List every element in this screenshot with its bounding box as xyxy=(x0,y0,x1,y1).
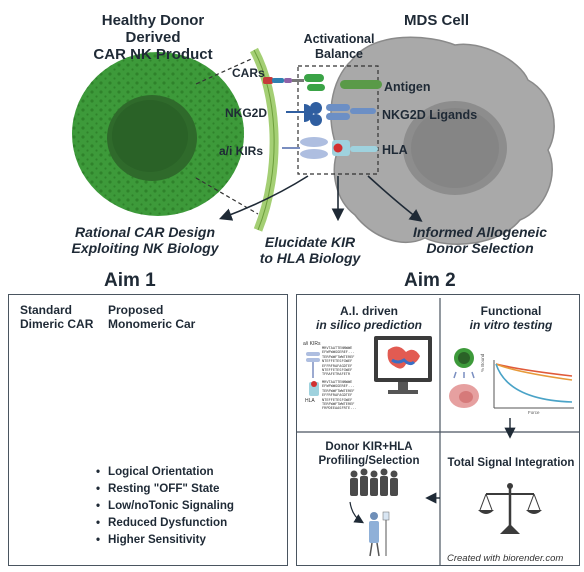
label-nkg2d-ligands: NKG2D Ligands xyxy=(382,108,478,122)
hla-small-label: HLA xyxy=(305,398,315,404)
goal-car-design: Rational CAR Design Exploiting NK Biolog… xyxy=(71,224,219,256)
antigen-shape xyxy=(340,80,382,89)
plot-ylabel: % Bound xyxy=(480,353,485,372)
arrow-right xyxy=(367,175,423,222)
car-receptor xyxy=(263,74,325,91)
label-antigen: Antigen xyxy=(384,80,431,94)
hla-shape xyxy=(332,140,378,156)
aim1-bullets: Logical Orientation Resting "OFF" State … xyxy=(96,463,234,548)
bullet-item: Higher Sensitivity xyxy=(96,531,234,548)
kir-receptor xyxy=(282,137,328,159)
label-nkg2d: NKG2D xyxy=(225,106,268,120)
aim2-panel xyxy=(296,294,580,566)
functional-title: Functional in vitro testing xyxy=(469,304,553,332)
signal-title: Total Signal Integration xyxy=(447,457,575,469)
plot-xlabel: Force xyxy=(528,410,540,415)
label-kirs: a/i KIRs xyxy=(219,144,264,158)
aim2-title: Aim 2 xyxy=(404,270,456,291)
zoom-line-top xyxy=(195,55,259,85)
scale-icon xyxy=(478,483,542,534)
kir-small-label: a/i KIRs xyxy=(303,341,321,347)
aim1-title: Aim 1 xyxy=(104,270,156,291)
proposed-car-label: Proposed Monomeric Car xyxy=(108,303,196,331)
goal-kir-hla: Elucidate KIR to HLA Biology xyxy=(259,234,361,266)
ai-receptor-icon xyxy=(306,352,320,396)
credit-text: Created with biorender.com xyxy=(447,553,564,564)
sequence-block-1: MRVTAATTENNWWE EFWFWWGGEREF... TERFWWFTW… xyxy=(322,346,355,377)
mds-cell xyxy=(330,36,555,245)
monitor-icon xyxy=(374,336,432,394)
patient-icon xyxy=(369,511,390,557)
nk-cell xyxy=(72,52,244,216)
ai-title: A.I. driven in silico prediction xyxy=(315,304,422,332)
bullet-item: Reduced Dysfunction xyxy=(96,514,234,531)
bullet-item: Low/noTonic Signaling xyxy=(96,497,234,514)
label-hla: HLA xyxy=(382,143,408,157)
donor-people-icon xyxy=(350,468,398,496)
balance-title: Activational Balance xyxy=(303,32,375,61)
donor-title: Healthy Donor Derived CAR NK Product xyxy=(93,12,213,63)
bullet-item: Logical Orientation xyxy=(96,463,234,480)
nkg2d-receptor xyxy=(286,102,322,126)
functional-cells xyxy=(449,348,479,408)
label-cars: CARs xyxy=(232,66,265,80)
bullet-item: Resting "OFF" State xyxy=(96,480,234,497)
donor-profiling-title: Donor KIR+HLA Profiling/Selection xyxy=(318,441,420,467)
standard-car-label: Standard Dimeric CAR xyxy=(20,303,94,331)
arrow-left xyxy=(219,175,309,221)
nkg2d-ligand xyxy=(326,104,376,120)
force-plot xyxy=(493,360,574,409)
balance-box xyxy=(297,65,379,175)
mds-title: MDS Cell xyxy=(404,12,470,29)
sequence-block-2: MRVTAATTENNWWE EFWFWWGGEREF... TERFWWFTW… xyxy=(322,380,357,411)
goal-donor-selection: Informed Allogeneic Donor Selection xyxy=(412,224,548,256)
arrow-selection xyxy=(349,501,365,524)
